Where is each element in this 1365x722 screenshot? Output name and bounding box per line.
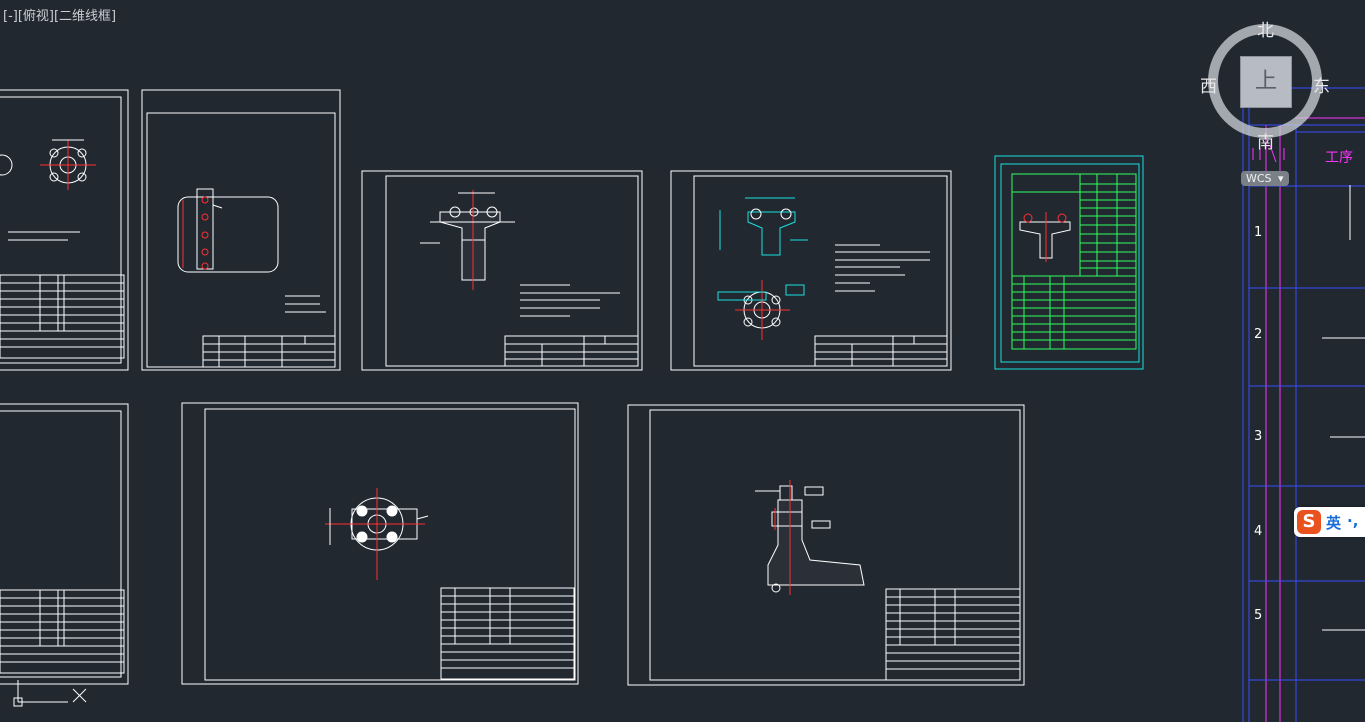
part-view — [755, 480, 865, 595]
sogou-logo-icon: S — [1297, 510, 1321, 534]
part-view — [325, 488, 429, 580]
process-row-numbers: 1 2 3 4 5 — [1254, 225, 1262, 623]
title-block — [440, 587, 575, 680]
row-number: 2 — [1254, 327, 1262, 342]
viewcube-compass-icon[interactable] — [1208, 24, 1322, 138]
drawing-sheet-fixture-plate[interactable] — [141, 89, 341, 371]
part-view — [717, 197, 930, 340]
drawing-sheet-assembly-left[interactable] — [0, 89, 129, 371]
part-view — [177, 188, 326, 313]
row-number: 1 — [1254, 225, 1262, 240]
row-number: 4 — [1254, 524, 1262, 539]
drawing-sheet-assembly-left-2[interactable] — [0, 403, 129, 685]
row-number: 5 — [1254, 608, 1262, 623]
title-block — [0, 589, 125, 674]
title-block — [504, 335, 639, 367]
drawing-sheet-process-table-right[interactable] — [1242, 87, 1365, 722]
title-block — [0, 274, 125, 359]
title-block — [814, 335, 948, 367]
part-view — [0, 139, 96, 241]
chevron-down-icon: ▾ — [1278, 172, 1284, 185]
row-number: 3 — [1254, 429, 1262, 444]
ucs-icon — [13, 680, 87, 707]
wcs-label: WCS — [1246, 172, 1272, 185]
title-block — [202, 335, 336, 368]
viewcube-south[interactable]: 南 — [1257, 133, 1274, 153]
ime-language-toggle[interactable]: 英 — [1326, 514, 1342, 532]
part-view — [1019, 212, 1071, 262]
process-sheet-header: 工序 — [1325, 150, 1353, 166]
title-block — [885, 588, 1021, 681]
drawing-sheet-part-views[interactable] — [670, 170, 952, 371]
viewcube-west[interactable]: 西 — [1200, 77, 1217, 97]
part-view — [420, 190, 620, 317]
viewport-controls-label[interactable]: [-][俯视][二维线框] — [3, 9, 117, 24]
viewcube-wcs-menu[interactable]: WCS ▾ — [1241, 171, 1289, 186]
drawing-sheet-part-section[interactable] — [361, 170, 643, 371]
viewcube-east[interactable]: 东 — [1313, 77, 1330, 97]
ime-punctuation-toggle[interactable]: ·, — [1347, 512, 1359, 530]
ime-toolbar[interactable]: S 英 ·, — [1294, 507, 1365, 537]
drawing-sheet-process-card[interactable] — [994, 155, 1144, 370]
drawing-sheet-bracket-assembly[interactable] — [627, 404, 1025, 686]
viewcube-north[interactable]: 北 — [1257, 21, 1274, 41]
drawing-sheet-flange-assembly[interactable] — [181, 402, 579, 685]
viewcube-top-face[interactable]: 上 — [1240, 56, 1292, 108]
